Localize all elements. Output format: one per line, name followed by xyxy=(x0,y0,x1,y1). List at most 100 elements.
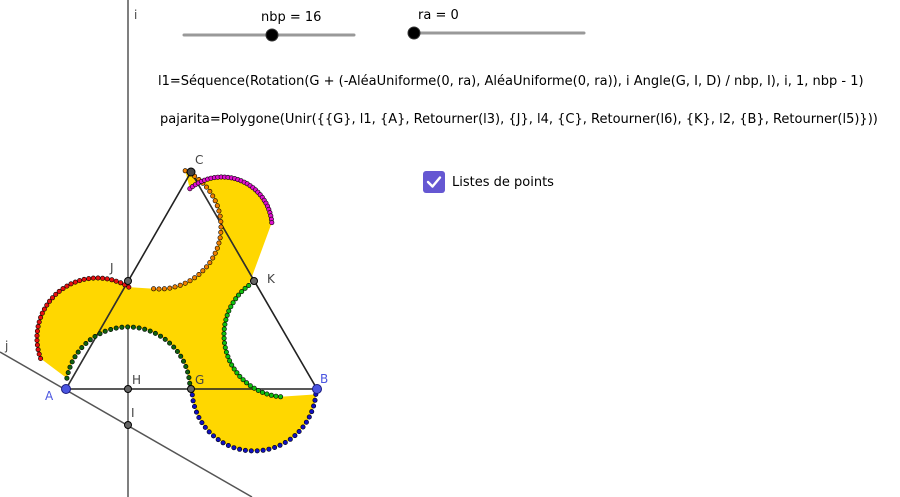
point-j[interactable] xyxy=(124,277,132,285)
list-point xyxy=(102,328,108,334)
list-point xyxy=(181,358,187,364)
list-point xyxy=(240,377,246,383)
list-point xyxy=(200,268,206,274)
list-point xyxy=(75,349,81,355)
point-b[interactable] xyxy=(312,384,322,394)
list-point xyxy=(196,271,202,277)
list-point xyxy=(227,358,233,364)
list-point xyxy=(218,219,224,225)
list-point xyxy=(38,314,44,320)
list-point xyxy=(244,380,250,386)
list-point xyxy=(178,353,184,359)
slider-ra-knob[interactable] xyxy=(407,26,421,40)
list-point xyxy=(234,370,240,376)
list-point xyxy=(272,444,278,450)
list-point xyxy=(242,447,248,453)
pajarita-polygon[interactable] xyxy=(37,170,316,451)
point-k[interactable] xyxy=(250,277,258,285)
point-a[interactable] xyxy=(61,384,71,394)
list-point xyxy=(217,213,223,219)
list-point xyxy=(161,286,167,292)
list-point xyxy=(300,424,306,430)
list-point xyxy=(224,312,230,318)
list-point xyxy=(199,420,205,426)
list-point xyxy=(306,414,312,420)
list-point xyxy=(218,229,224,235)
list-point xyxy=(183,363,189,369)
point-c[interactable] xyxy=(186,167,196,177)
label-k: K xyxy=(267,272,276,286)
label-b: B xyxy=(320,372,328,386)
point-i[interactable] xyxy=(124,421,132,429)
list-point xyxy=(125,324,131,330)
point-lists xyxy=(34,168,319,454)
list-point xyxy=(68,281,74,287)
checkbox-label[interactable]: Listes de points xyxy=(452,175,554,190)
list-point xyxy=(311,403,317,409)
list-point xyxy=(109,277,115,283)
list-point xyxy=(251,385,257,391)
list-point xyxy=(167,340,173,346)
list-point xyxy=(231,366,237,372)
list-point xyxy=(212,198,218,204)
list-point xyxy=(222,321,228,327)
list-point xyxy=(214,245,220,251)
list-point xyxy=(237,373,243,379)
list-point xyxy=(216,240,222,246)
slider-nbp-knob[interactable] xyxy=(265,28,279,42)
list-point xyxy=(231,445,237,451)
list-point xyxy=(64,375,70,381)
list-point xyxy=(287,436,293,442)
list-point xyxy=(204,264,210,270)
list-point xyxy=(187,278,193,284)
slider-nbp[interactable] xyxy=(182,28,356,42)
list-point xyxy=(196,414,202,420)
list-point xyxy=(242,285,248,291)
point-g[interactable] xyxy=(187,385,195,393)
list-point xyxy=(136,325,142,331)
list-point xyxy=(220,440,226,446)
command-l1[interactable]: l1=Séquence(Rotation(G + (-AléaUniforme(… xyxy=(158,74,864,89)
list-point xyxy=(207,260,213,266)
list-point xyxy=(190,398,196,404)
list-point xyxy=(182,280,188,286)
list-point xyxy=(36,319,42,325)
list-point xyxy=(187,380,193,386)
list-point xyxy=(34,342,40,348)
list-point xyxy=(67,364,73,370)
list-point xyxy=(259,389,265,395)
list-point xyxy=(156,286,162,292)
list-point xyxy=(212,250,218,256)
list-point xyxy=(87,337,93,343)
list-point xyxy=(277,442,283,448)
label-axis-i: i xyxy=(134,8,137,22)
label-a: A xyxy=(45,389,54,403)
slider-ra-label: ra = 0 xyxy=(418,8,459,23)
list-point xyxy=(174,348,180,354)
slider-ra[interactable] xyxy=(407,26,586,40)
list-point xyxy=(312,397,318,403)
list-point xyxy=(228,304,234,310)
list-point xyxy=(38,355,44,361)
slider-nbp-label: nbp = 16 xyxy=(261,10,322,25)
list-point xyxy=(210,193,216,199)
list-point xyxy=(34,337,40,343)
list-point xyxy=(152,330,158,336)
list-point xyxy=(81,276,87,282)
list-point xyxy=(222,345,228,351)
check-icon xyxy=(426,176,442,188)
list-point xyxy=(266,446,272,452)
list-point xyxy=(223,317,229,323)
list-point xyxy=(64,283,70,289)
list-point xyxy=(248,448,254,454)
list-point xyxy=(225,442,231,448)
list-point xyxy=(278,394,284,400)
checkbox-point-lists[interactable] xyxy=(423,171,445,193)
command-pajarita[interactable]: pajarita=Polygone(Unir({{G}, l1, {A}, Re… xyxy=(160,112,878,127)
list-point xyxy=(292,433,298,439)
point-h[interactable] xyxy=(124,385,132,393)
list-point xyxy=(214,203,220,209)
list-point xyxy=(189,392,195,398)
list-point xyxy=(282,439,288,445)
